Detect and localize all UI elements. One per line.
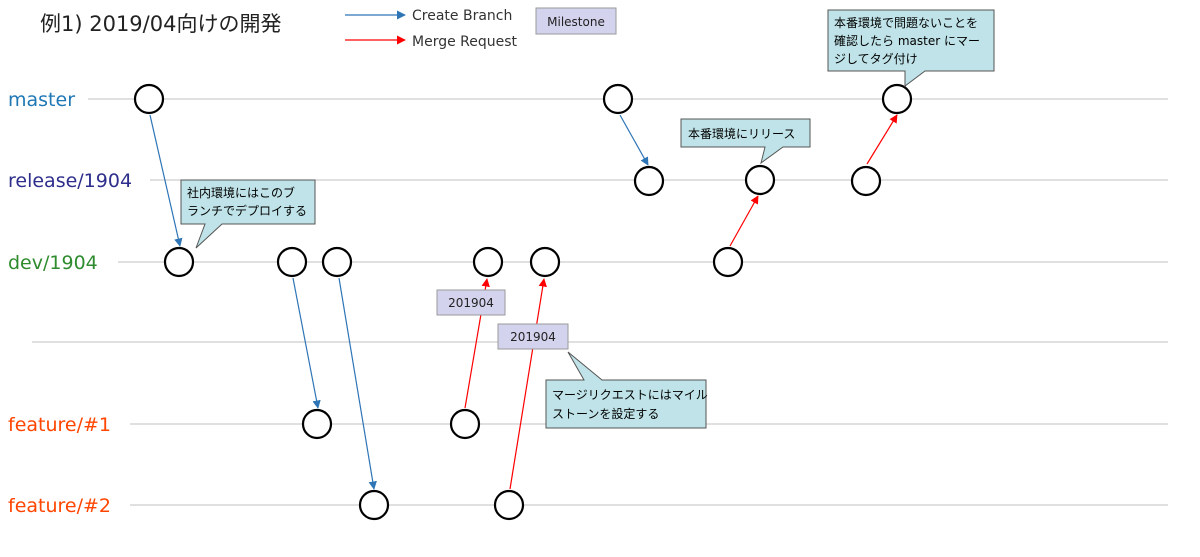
legend-merge-label: Merge Request [412, 34, 518, 50]
branch-label-master: master [8, 89, 75, 111]
callout-dev-deploy-line: 社内環境にはこのブ [187, 185, 295, 200]
commit-node [633, 165, 665, 197]
callout-mr-milestone-box [545, 351, 707, 429]
callout-dev-deploy-line: ランチでデプロイする [187, 203, 307, 218]
commit-node [163, 246, 195, 278]
create-arrow-master-to-dev [149, 114, 183, 247]
commit-node [529, 246, 561, 278]
milestone-tag-label: 201904 [510, 330, 556, 344]
callout-mr-milestone-line: ストーンを設定する [552, 406, 659, 421]
commit-node [358, 489, 390, 521]
create-branch-arrows [149, 114, 649, 490]
commit-node [301, 408, 333, 440]
callout-release-prod-line: 本番環境にリリース [688, 126, 795, 141]
diagram-title: 例1) 2019/04向けの開発 [40, 12, 281, 36]
create-arrow-dev-to-feature1 [292, 277, 321, 409]
callout-master-tag-line: 確認したら master にマー [834, 33, 980, 48]
merge-arrow-dev-to-release [729, 195, 759, 247]
legend-milestone-box [535, 7, 617, 35]
merge-arrow-release-to-master [866, 114, 898, 165]
commit-node [133, 83, 165, 115]
merge-request-arrows [464, 114, 898, 490]
milestone-tag-box [436, 289, 506, 316]
commit-node [449, 408, 481, 440]
branch-label-dev: dev/1904 [8, 252, 98, 274]
callout-dev-deploy-box [180, 179, 316, 249]
callout-release-prod-box [680, 118, 811, 165]
branch-lines [32, 98, 1168, 506]
callout-dev-deploy: 社内環境にはこのブ ランチでデプロイする [180, 179, 316, 249]
callout-mr-milestone-line: マージリクエストにはマイル [552, 388, 708, 402]
branch-label-feature1: feature/#1 [8, 414, 111, 436]
branch-label-feature2: feature/#2 [8, 495, 111, 517]
commit-node [744, 164, 776, 196]
commit-node [850, 165, 882, 197]
callout-master-tag-box [827, 9, 995, 87]
legend-milestone-label: Milestone [547, 15, 605, 29]
milestone-tags: 201904 201904 [436, 289, 569, 350]
commit-node [602, 83, 634, 115]
callout-master-tag-line: ジしてタグ付け [834, 52, 918, 66]
milestone-tag-label: 201904 [448, 296, 494, 310]
callout-mr-milestone: マージリクエストにはマイル ストーンを設定する [545, 351, 708, 429]
branch-label-release: release/1904 [8, 170, 132, 192]
callout-master-tag: 本番環境で問題ないことを 確認したら master にマー ジしてタグ付け [827, 9, 995, 87]
callout-master-tag-line: 本番環境で問題ないことを [834, 15, 978, 30]
commit-node [321, 246, 353, 278]
create-arrow-dev-to-feature2 [338, 277, 377, 490]
commit-node [493, 489, 525, 521]
commit-node [881, 83, 913, 115]
commit-node [472, 246, 504, 278]
commit-node [276, 246, 308, 278]
milestone-tag-box [497, 323, 569, 350]
merge-arrow-feature2-to-dev [509, 278, 547, 490]
callout-release-prod: 本番環境にリリース [680, 118, 811, 165]
create-arrow-master-to-release [619, 114, 649, 166]
commit-node [712, 246, 744, 278]
legend: Create Branch Merge Request Milestone [345, 7, 617, 50]
commit-nodes [133, 83, 913, 521]
legend-create-label: Create Branch [412, 8, 512, 24]
branch-labels: master release/1904 dev/1904 feature/#1 … [8, 89, 132, 517]
